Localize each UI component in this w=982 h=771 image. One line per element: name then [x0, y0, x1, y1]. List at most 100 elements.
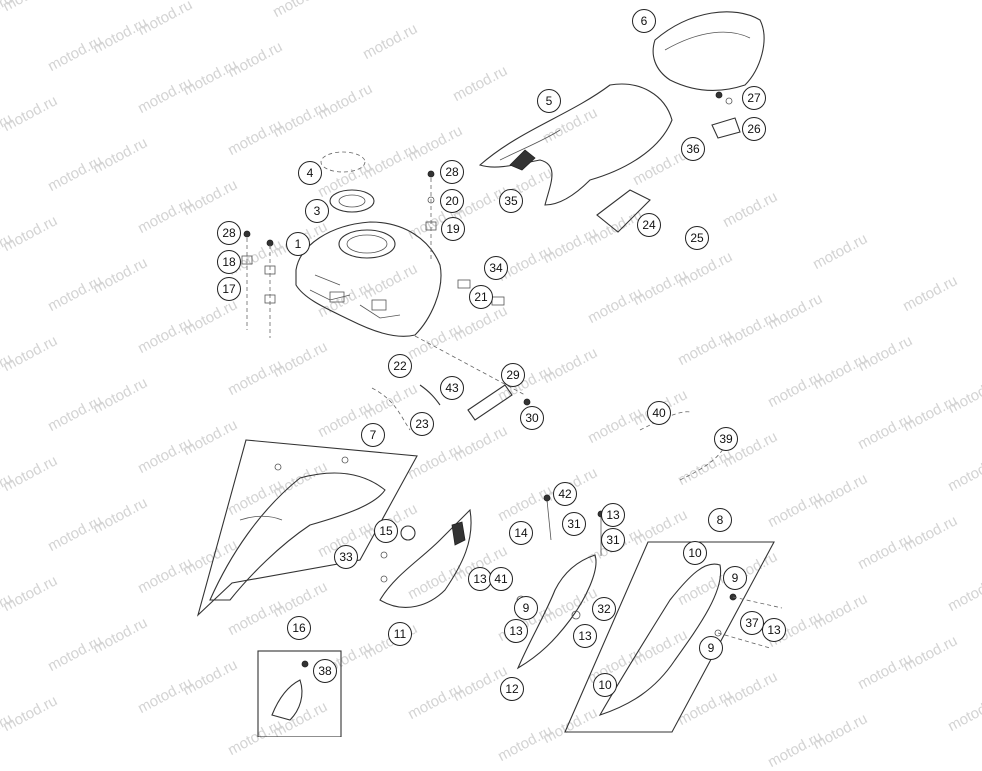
fastener-stack-left — [241, 230, 276, 338]
callout-32: 32 — [592, 597, 616, 621]
callout-number: 4 — [306, 166, 314, 180]
callout-number: 34 — [489, 261, 503, 275]
callout-14: 14 — [509, 521, 533, 545]
callout-13c: 13 — [573, 624, 597, 648]
center-bracket-part — [379, 508, 472, 608]
callout-1: 1 — [286, 232, 310, 256]
callout-28b: 28 — [440, 160, 464, 184]
callout-30: 30 — [520, 406, 544, 430]
callout-number: 12 — [505, 682, 519, 696]
callout-number: 23 — [415, 417, 429, 431]
callout-number: 8 — [716, 513, 724, 527]
callout-28a: 28 — [217, 221, 241, 245]
callout-number: 6 — [640, 14, 648, 28]
callout-31a: 31 — [562, 512, 586, 536]
callout-40: 40 — [647, 401, 671, 425]
callout-number: 29 — [506, 368, 520, 382]
callout-number: 3 — [313, 204, 321, 218]
callout-13a: 13 — [468, 567, 492, 591]
bracket-26-part — [711, 91, 741, 139]
callout-number: 17 — [222, 282, 236, 296]
inset-detail-part — [257, 650, 342, 737]
callout-number: 19 — [446, 222, 460, 236]
callout-number: 27 — [747, 91, 761, 105]
callout-number: 42 — [558, 487, 572, 501]
callout-39: 39 — [714, 427, 738, 451]
callout-22: 22 — [388, 354, 412, 378]
callout-31b: 31 — [601, 528, 625, 552]
callout-35: 35 — [499, 189, 523, 213]
callout-number: 33 — [339, 550, 353, 564]
callout-number: 31 — [567, 517, 581, 531]
callout-number: 14 — [514, 526, 528, 540]
callout-number: 28 — [222, 226, 236, 240]
callout-number: 24 — [642, 218, 656, 232]
callout-13d: 13 — [601, 503, 625, 527]
bracket-24-part — [596, 189, 651, 233]
callout-number: 30 — [525, 411, 539, 425]
callout-number: 39 — [719, 432, 733, 446]
callout-13e: 13 — [762, 618, 786, 642]
callout-number: 1 — [294, 237, 302, 251]
callout-4: 4 — [298, 161, 322, 185]
callout-13b: 13 — [504, 619, 528, 643]
callout-41: 41 — [489, 567, 513, 591]
callout-15: 15 — [374, 519, 398, 543]
callout-12: 12 — [500, 677, 524, 701]
callout-number: 28 — [445, 165, 459, 179]
bracket-29-part — [467, 384, 531, 421]
left-fairing-part — [196, 439, 418, 617]
callout-34: 34 — [484, 256, 508, 280]
callout-number: 38 — [318, 664, 332, 678]
fuel-tank-part — [295, 221, 442, 337]
callout-11: 11 — [388, 622, 412, 646]
callout-36: 36 — [681, 137, 705, 161]
callout-6: 6 — [632, 9, 656, 33]
callout-42: 42 — [553, 482, 577, 506]
callout-10b: 10 — [593, 673, 617, 697]
exploded-parts-diagram — [196, 11, 783, 737]
callout-10a: 10 — [683, 541, 707, 565]
callout-number: 13 — [606, 508, 620, 522]
callout-9c: 9 — [699, 636, 723, 660]
callout-18: 18 — [217, 250, 241, 274]
callout-number: 10 — [598, 678, 612, 692]
callout-37: 37 — [740, 611, 764, 635]
hose-part — [371, 384, 441, 431]
callout-19: 19 — [441, 217, 465, 241]
fastener-stack-center — [425, 170, 437, 262]
rear-seat-part — [478, 83, 673, 206]
callout-number: 25 — [690, 231, 704, 245]
callout-23: 23 — [410, 412, 434, 436]
callout-number: 10 — [688, 546, 702, 560]
callout-number: 31 — [606, 533, 620, 547]
callout-number: 13 — [767, 623, 781, 637]
callout-number: 13 — [578, 629, 592, 643]
callout-number: 13 — [473, 572, 487, 586]
callout-5: 5 — [537, 89, 561, 113]
callout-number: 18 — [222, 255, 236, 269]
callout-16: 16 — [287, 616, 311, 640]
callout-number: 20 — [445, 194, 459, 208]
callout-number: 13 — [509, 624, 523, 638]
callout-number: 22 — [393, 359, 407, 373]
callout-number: 32 — [597, 602, 611, 616]
fuel-cap-part — [320, 151, 375, 213]
callout-number: 40 — [652, 406, 666, 420]
callout-7: 7 — [361, 423, 385, 447]
callout-number: 11 — [393, 627, 407, 641]
right-fairing-part — [564, 541, 783, 733]
callout-21: 21 — [469, 285, 493, 309]
callout-number: 35 — [504, 194, 518, 208]
callout-8: 8 — [708, 508, 732, 532]
callout-29: 29 — [501, 363, 525, 387]
callout-number: 16 — [292, 621, 306, 635]
callout-27: 27 — [742, 86, 766, 110]
callout-number: 37 — [745, 616, 759, 630]
callout-number: 9 — [731, 571, 739, 585]
callout-20: 20 — [440, 189, 464, 213]
callout-number: 7 — [369, 428, 377, 442]
callout-25: 25 — [685, 226, 709, 250]
callout-33: 33 — [334, 545, 358, 569]
callout-26: 26 — [742, 117, 766, 141]
